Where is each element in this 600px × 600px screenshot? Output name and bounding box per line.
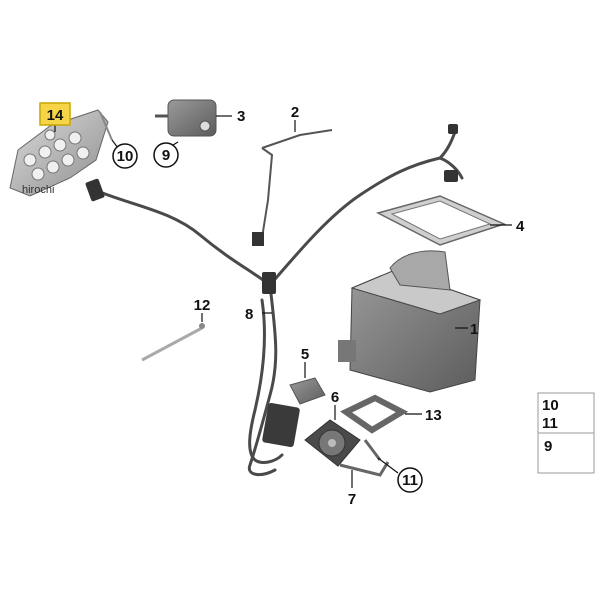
harness-connector [448, 124, 458, 134]
callout-2: 2 [291, 104, 299, 121]
callout-1: 1 [470, 321, 478, 338]
part-1-housing [338, 250, 482, 393]
legend-label-11: 11 [542, 415, 558, 432]
part-14-switch-panel [9, 109, 109, 197]
callout-circle [112, 143, 138, 169]
legend-label-10: 10 [542, 397, 559, 414]
callout-10: 10 [117, 148, 134, 165]
part-6-fan [304, 419, 361, 467]
part-13-frame [340, 394, 409, 434]
part-3-switch-housing [155, 99, 217, 137]
callout-6: 6 [331, 389, 339, 406]
callout-12: 12 [194, 297, 211, 314]
part-12-cable-tie [141, 323, 205, 362]
harness-connector [85, 178, 105, 202]
callout-14: 14 [47, 107, 64, 124]
watermark: hirochi [22, 184, 54, 196]
callout-8: 8 [245, 306, 253, 323]
harness-connector [444, 170, 458, 182]
callout-5: 5 [301, 346, 309, 363]
callout-9: 9 [162, 147, 170, 164]
callout-circle [397, 467, 423, 493]
part-7-bracket [339, 439, 390, 477]
part-5-bracket [289, 377, 326, 405]
callout-14-highlight [39, 102, 71, 126]
callout-11: 11 [402, 472, 418, 489]
callout-circle [153, 142, 179, 168]
callout-7: 7 [348, 491, 356, 508]
legend-label-9: 9 [544, 438, 552, 455]
callout-3: 3 [237, 108, 245, 125]
callout-4: 4 [516, 218, 525, 235]
part-4-frame [375, 195, 507, 246]
leader-lines [54, 115, 512, 488]
screw-icon [99, 111, 113, 141]
harness-module [262, 403, 300, 447]
harness-connector [262, 272, 276, 294]
callout-13: 13 [425, 407, 442, 424]
part-2-cable [252, 129, 333, 246]
